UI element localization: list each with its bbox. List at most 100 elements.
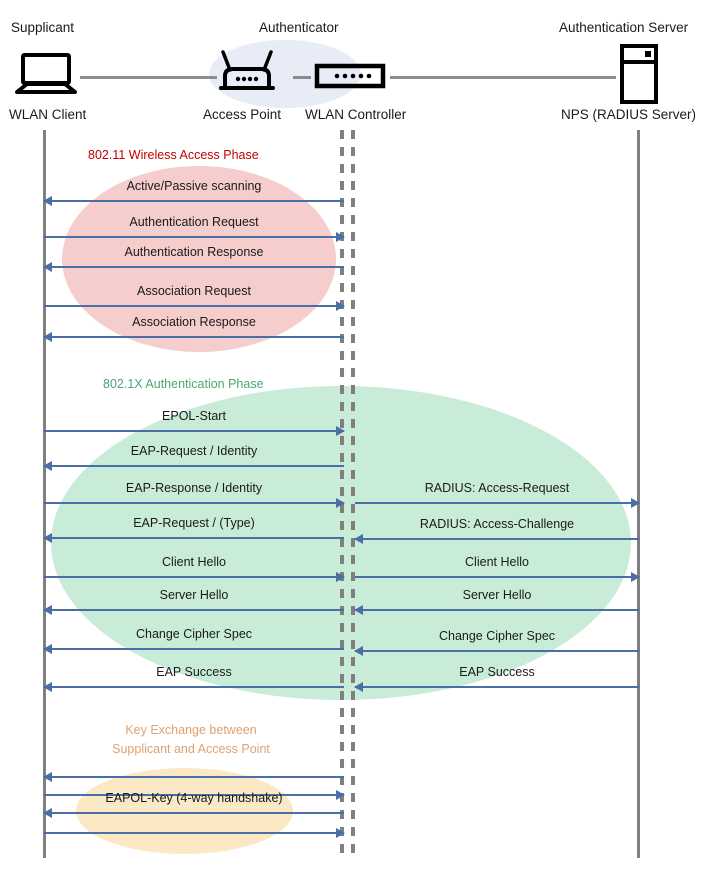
arrow-head-left (354, 646, 363, 656)
laptop-icon (14, 52, 78, 96)
message-label: Authentication Request (129, 215, 259, 229)
arrow-head-left (354, 682, 363, 692)
arrow-shaft (44, 336, 344, 338)
arrow-shaft (355, 538, 639, 540)
arrow-shaft (44, 794, 344, 796)
arrow-shaft (44, 236, 344, 238)
message-arrow (44, 572, 345, 582)
message-arrow (355, 498, 640, 508)
role-title-authentication-server: Authentication Server (559, 20, 689, 35)
message-label: Association Response (132, 315, 256, 329)
message-arrow (354, 682, 639, 692)
arrow-shaft (355, 650, 639, 652)
message-label: EAP-Request / (Type) (133, 516, 255, 530)
lifeline-access-point (340, 130, 344, 858)
message-label: Client Hello (465, 555, 529, 569)
arrow-head-right (631, 498, 640, 508)
arrow-shaft (44, 537, 344, 539)
message-label: Authentication Response (124, 245, 264, 259)
arrow-head-left (43, 605, 52, 615)
lifeline-auth-server (637, 130, 640, 858)
message-arrow (44, 828, 345, 838)
role-title-authenticator: Authenticator (259, 20, 339, 35)
message-arrow (43, 196, 344, 206)
arrow-head-left (43, 682, 52, 692)
message-label: EAP Success (459, 665, 535, 679)
message-arrow (43, 262, 344, 272)
node-label-wlan-client: WLAN Client (9, 107, 87, 122)
link-client-ap (80, 76, 217, 79)
phase-caption-8021x-auth: 802.1X Authentication Phase (103, 377, 264, 391)
message-arrow (44, 232, 345, 242)
message-label: RADIUS: Access-Challenge (419, 517, 575, 531)
message-label: EAP Success (156, 665, 232, 679)
arrow-head-right (336, 828, 345, 838)
arrow-shaft (44, 305, 344, 307)
arrow-head-right (336, 426, 345, 436)
message-arrow (43, 605, 344, 615)
message-arrow (44, 498, 345, 508)
message-arrow (43, 533, 344, 543)
message-label: Change Cipher Spec (135, 627, 253, 641)
message-label: Association Request (137, 284, 251, 298)
arrow-head-left (43, 644, 52, 654)
arrow-shaft (44, 465, 344, 467)
arrow-shaft (44, 430, 344, 432)
arrow-shaft (44, 502, 344, 504)
message-label: EPOL-Start (162, 409, 226, 423)
message-arrow (43, 332, 344, 342)
link-controller-nps (390, 76, 616, 79)
message-arrow (43, 682, 344, 692)
message-arrow (43, 461, 344, 471)
node-label-nps: NPS (RADIUS Server) (561, 107, 697, 122)
arrow-shaft (355, 686, 639, 688)
arrow-head-right (336, 790, 345, 800)
message-label: Active/Passive scanning (126, 179, 262, 193)
arrow-head-right (336, 232, 345, 242)
message-label: EAP-Request / Identity (130, 444, 258, 458)
arrow-shaft (355, 502, 639, 504)
phase-ellipse-key-exchange (76, 768, 293, 854)
arrow-head-left (43, 533, 52, 543)
message-arrow (44, 426, 345, 436)
message-arrow (354, 605, 639, 615)
arrow-shaft (44, 776, 344, 778)
message-label: EAPOL-Key (4-way handshake) (105, 791, 283, 805)
phase-caption-wireless-access: 802.11 Wireless Access Phase (88, 148, 259, 162)
arrow-head-right (336, 572, 345, 582)
node-label-wlan-controller: WLAN Controller (305, 107, 407, 122)
arrow-shaft (44, 609, 344, 611)
role-title-supplicant: Supplicant (11, 20, 75, 35)
arrow-head-left (43, 196, 52, 206)
arrow-shaft (44, 686, 344, 688)
message-label: Server Hello (159, 588, 229, 602)
message-label: Server Hello (462, 588, 532, 602)
message-arrow (354, 534, 639, 544)
message-arrow (43, 808, 344, 818)
network-switch-icon (314, 62, 386, 90)
message-arrow (44, 301, 345, 311)
phase-ellipse-wireless-access (62, 166, 336, 352)
arrow-head-left (43, 332, 52, 342)
arrow-head-right (336, 498, 345, 508)
arrow-shaft (44, 576, 344, 578)
arrow-head-left (354, 534, 363, 544)
arrow-head-right (631, 572, 640, 582)
message-label: EAP-Response / Identity (125, 481, 263, 495)
arrow-head-left (43, 772, 52, 782)
message-arrow (43, 772, 344, 782)
arrow-shaft (44, 266, 344, 268)
arrow-head-left (43, 808, 52, 818)
message-arrow (354, 646, 639, 656)
arrow-head-right (336, 301, 345, 311)
arrow-shaft (44, 812, 344, 814)
wireless-router-icon (217, 48, 277, 98)
arrow-shaft (355, 576, 639, 578)
authenticator-group-ellipse (209, 40, 361, 108)
lifeline-wlan-controller (351, 130, 355, 858)
arrow-shaft (355, 609, 639, 611)
message-label: Change Cipher Spec (438, 629, 556, 643)
message-label: RADIUS: Access-Request (424, 481, 570, 495)
phase-caption-key-exchange-line2: Supplicant and Access Point (112, 742, 270, 756)
